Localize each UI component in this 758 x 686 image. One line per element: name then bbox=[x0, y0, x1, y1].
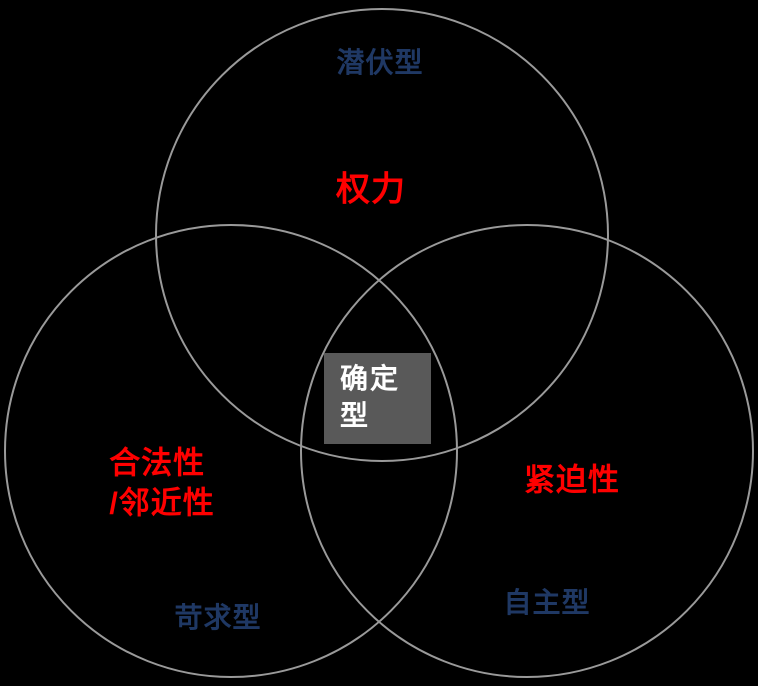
legitimacy-proximity-attribute-label: 合法性 /邻近性 bbox=[109, 443, 215, 522]
urgency-circle bbox=[300, 224, 754, 678]
definitive-type-box: 确定 型 bbox=[324, 353, 431, 444]
demanding-type-label: 苛求型 bbox=[174, 602, 262, 633]
dormant-type-label: 潜伏型 bbox=[336, 47, 424, 78]
urgency-attribute-label: 紧迫性 bbox=[524, 462, 620, 498]
legitimacy-label-line2: /邻近性 bbox=[109, 485, 215, 520]
definitive-label-line1: 确定 bbox=[340, 363, 401, 394]
power-attribute-label: 权力 bbox=[336, 170, 406, 209]
discretionary-type-label: 自主型 bbox=[503, 587, 591, 618]
legitimacy-label-line1: 合法性 bbox=[109, 445, 206, 481]
definitive-label-line2: 型 bbox=[340, 399, 371, 431]
